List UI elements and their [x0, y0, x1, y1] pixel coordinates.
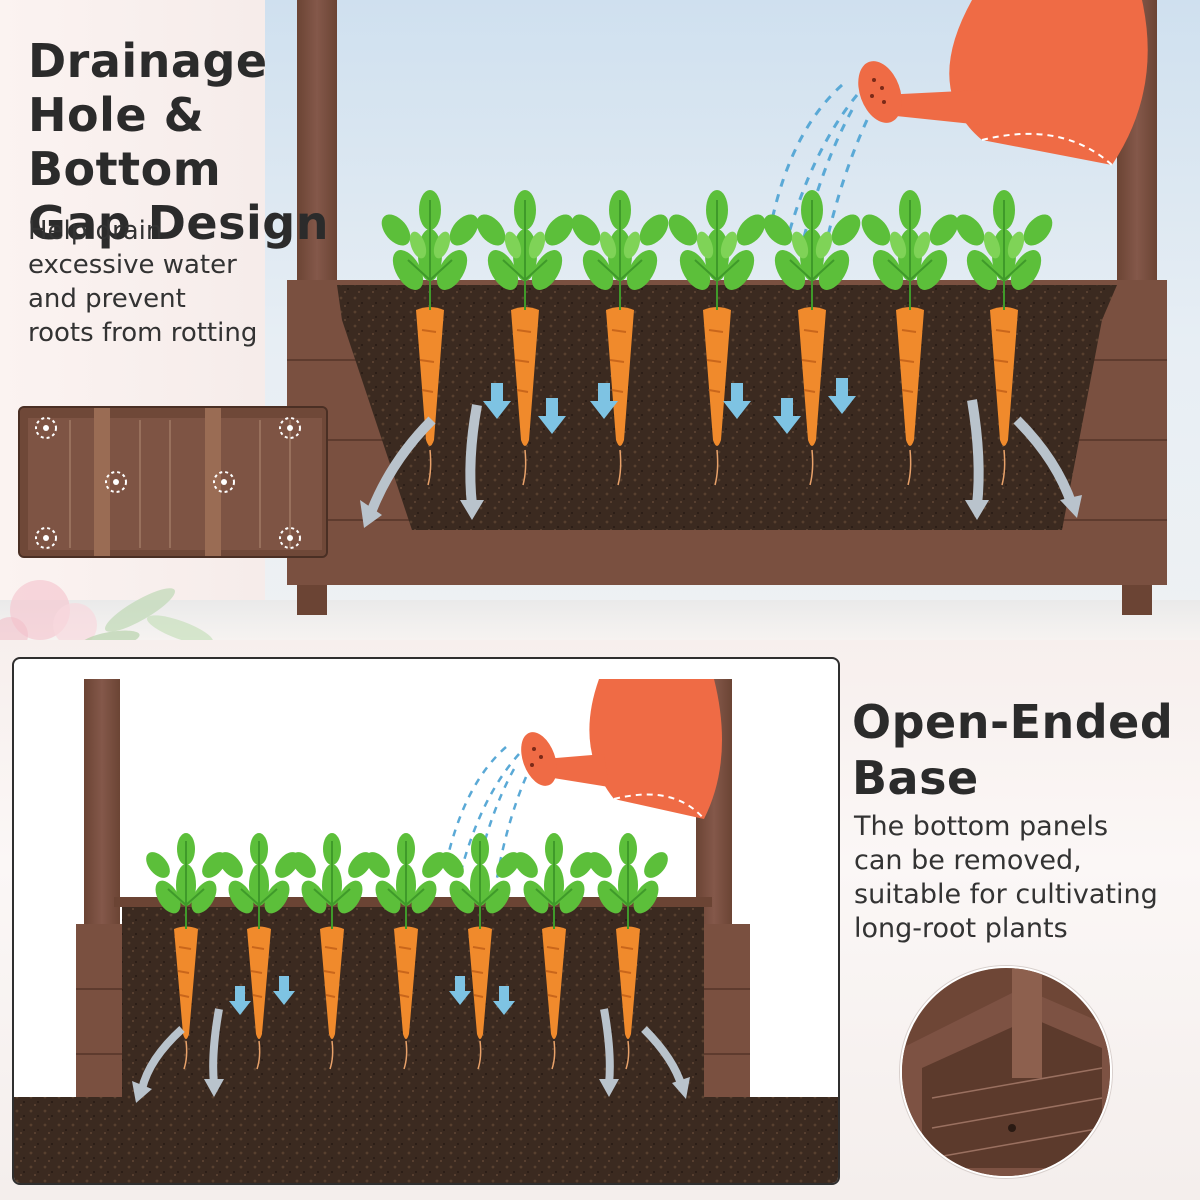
drainage-arrow-icon: [360, 378, 1082, 528]
watering-can-icon: [521, 679, 722, 820]
top-description-line: roots from rotting: [28, 318, 258, 348]
water-stream: [770, 83, 869, 246]
drainage-hole-icon: [35, 417, 301, 549]
bottom-description-line: suitable for cultivating: [854, 879, 1158, 910]
top-description-line: Help drain: [28, 216, 163, 246]
top-heading: Drainage Hole & Bottom Gap Design: [28, 34, 408, 250]
open-base-illustration-panel: [12, 657, 840, 1185]
bottom-description-line: can be removed,: [854, 845, 1082, 876]
bottom-heading-line: Base: [852, 751, 979, 805]
bottom-heading-line: Open-Ended: [852, 695, 1174, 749]
top-description-line: and prevent: [28, 284, 186, 314]
top-heading-line: Drainage: [28, 34, 268, 88]
drainage-arrow-icon: [132, 976, 690, 1103]
open-base-illustration: [14, 679, 838, 1183]
top-heading-line: Hole & Bottom: [28, 88, 222, 196]
bottom-heading: Open-Ended Base: [852, 694, 1192, 806]
planter-top-view-thumbnail: [18, 406, 328, 558]
bottom-description: The bottom panels can be removed, suitab…: [854, 810, 1194, 946]
open-base-closeup-photo: [900, 966, 1112, 1178]
planter-cutaway-illustration: [287, 0, 1167, 615]
left-post: [297, 0, 337, 300]
top-description-line: excessive water: [28, 250, 237, 280]
top-heading-line: Gap Design: [28, 196, 329, 250]
floral-decoration: [0, 580, 214, 640]
bottom-description-line: The bottom panels: [854, 811, 1109, 842]
top-description: Help drain excessive water and prevent r…: [28, 214, 288, 350]
bottom-description-line: long-root plants: [854, 913, 1068, 944]
watering-can-icon: [858, 0, 1148, 166]
ground-soil: [14, 1097, 838, 1183]
